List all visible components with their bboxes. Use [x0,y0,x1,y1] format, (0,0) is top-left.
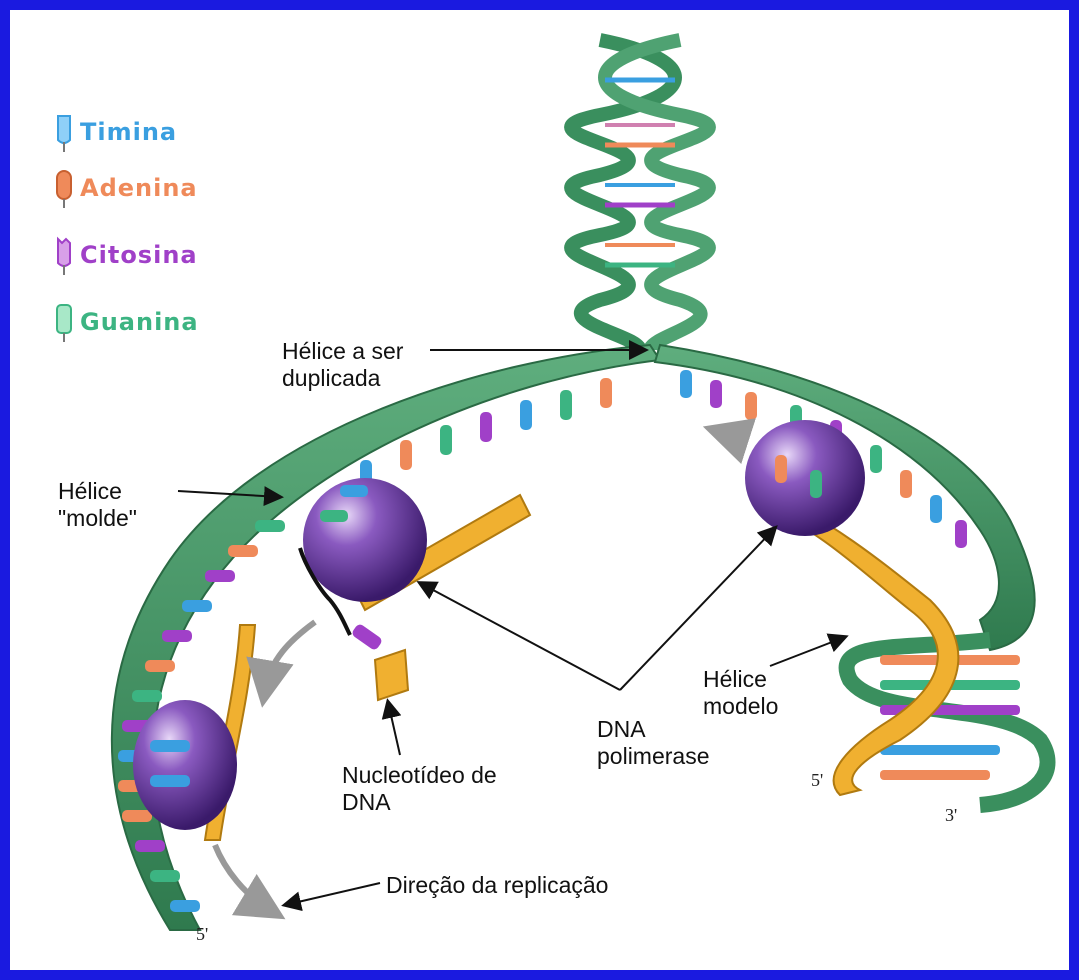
label-pointer-lines [178,350,845,905]
label-dna-polymerase-line1: DNA [597,716,710,743]
label-replication-direction: Direção da replicação [386,872,608,899]
label-dna-nucleotide-line1: Nucleotídeo de [342,762,497,789]
label-dna-polymerase-line2: polimerase [597,743,710,770]
thymine-nucleotide-icon [52,112,76,152]
label-dna-polymerase: DNA polimerase [597,716,710,770]
strand-end-3-right: 3' [945,805,957,826]
legend-item-cytosine: Citosina [52,235,198,275]
label-model-helix-line1: Hélice [703,666,778,693]
strand-end-5-left: 5' [196,924,208,945]
legend-item-guanine: Guanina [52,302,199,342]
guanine-nucleotide-icon [52,302,76,342]
label-helix-to-duplicate-line2: duplicada [282,365,403,392]
right-template-strand [655,345,1048,805]
label-template-helix: Hélice "molde" [58,478,137,532]
dna-polymerase-right [745,420,865,536]
legend-item-thymine: Timina [52,112,177,152]
label-model-helix-line2: modelo [703,693,778,720]
label-template-helix-line1: Hélice [58,478,137,505]
cytosine-nucleotide-icon [52,235,76,275]
label-helix-to-duplicate: Hélice a ser duplicada [282,338,403,392]
label-helix-to-duplicate-line1: Hélice a ser [282,338,403,365]
legend-item-adenine: Adenina [52,168,198,208]
legend-label-thymine: Timina [80,118,177,146]
label-dna-nucleotide-line2: DNA [342,789,497,816]
replication-direction-arrows [215,432,745,910]
legend-label-adenine: Adenina [80,174,198,202]
legend-label-guanine: Guanina [80,308,199,336]
adenine-nucleotide-icon [52,168,76,208]
label-dna-nucleotide: Nucleotídeo de DNA [342,762,497,816]
dna-polymerase-bottom [133,700,237,830]
legend-label-cytosine: Citosina [80,241,198,269]
label-template-helix-line2: "molde" [58,505,137,532]
dna-polymerase-left [303,478,427,602]
strand-end-5-right: 5' [811,770,823,791]
left-template-strand [112,345,660,930]
label-model-helix: Hélice modelo [703,666,778,720]
parent-double-helix [571,40,709,350]
